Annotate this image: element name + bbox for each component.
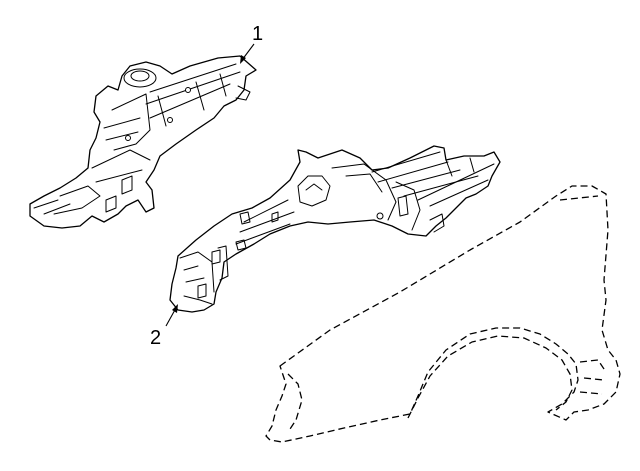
callout-2-label: 2 xyxy=(150,327,161,349)
part-1-apron-rail xyxy=(29,55,257,229)
fender-phantom-outline xyxy=(265,185,621,443)
callout-2: 2 xyxy=(150,304,178,349)
callout-1-label: 1 xyxy=(252,23,263,45)
part-2-front-rail xyxy=(169,145,501,313)
callout-1: 1 xyxy=(240,23,263,64)
callout-2-arrowhead xyxy=(172,304,178,313)
callout-1-arrowhead xyxy=(240,55,246,64)
